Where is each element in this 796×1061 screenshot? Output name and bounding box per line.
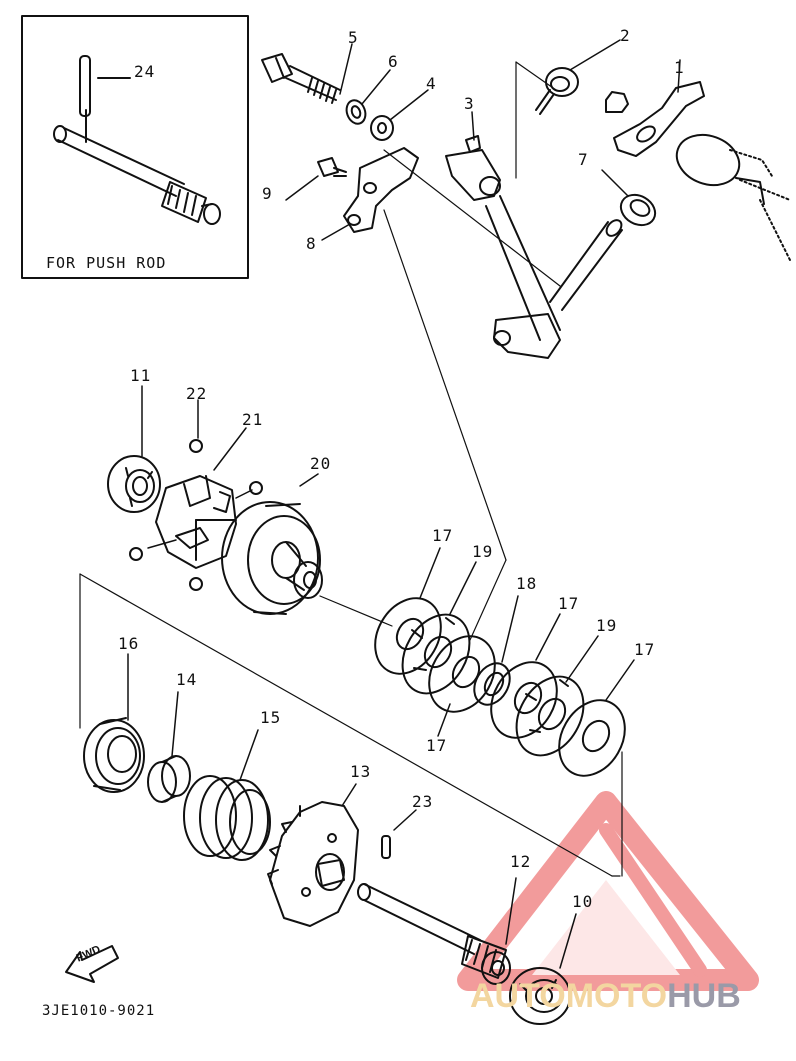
callout-4: 4 — [426, 74, 437, 93]
ratchet-21 — [147, 427, 253, 569]
plate-19b — [515, 635, 599, 757]
callout-19b: 19 — [596, 616, 618, 635]
pin-23 — [381, 809, 417, 859]
watermark-logo — [457, 791, 759, 991]
inset-caption: FOR PUSH ROD — [46, 254, 167, 272]
lever-1 — [605, 59, 705, 157]
callout-9: 9 — [262, 184, 273, 203]
callout-3: 3 — [464, 94, 475, 113]
callout-2: 2 — [620, 26, 631, 45]
plate-19a — [401, 561, 477, 695]
bolt-9 — [285, 157, 347, 201]
bearing-11 — [107, 385, 161, 513]
callout-17c: 17 — [558, 594, 580, 613]
watermark-hub: HUB — [667, 977, 741, 1015]
guide-3 — [445, 111, 561, 359]
plate-17a — [374, 547, 442, 675]
document-code: 3JE1010-9021 — [42, 1003, 156, 1019]
watermark-text: AUTOMOTOHUB — [470, 976, 741, 1016]
spring-15 — [183, 729, 271, 861]
callout-6: 6 — [388, 52, 399, 71]
callout-13: 13 — [350, 762, 372, 781]
fwd-arrow — [65, 945, 119, 983]
callout-19a: 19 — [472, 542, 494, 561]
callout-15: 15 — [260, 708, 282, 727]
washer-4 — [370, 89, 429, 141]
balls-22 — [129, 399, 263, 591]
washer-6 — [345, 69, 391, 125]
bolt-5 — [261, 43, 353, 104]
seal-16 — [83, 653, 145, 793]
pin-24 — [79, 55, 91, 117]
callout-18: 18 — [516, 574, 538, 593]
collar-14 — [147, 691, 191, 803]
ring-18 — [473, 595, 519, 706]
gear-20 — [221, 473, 323, 615]
plate-17b — [428, 635, 496, 737]
watermark-auto: AUTO — [470, 977, 566, 1015]
stopper-8 — [321, 147, 419, 241]
callout-21: 21 — [242, 410, 264, 429]
push-rod-inset — [21, 15, 249, 279]
callout-24: 24 — [134, 62, 156, 81]
oil-seal-7 — [601, 169, 657, 227]
callout-17b: 17 — [426, 736, 448, 755]
kick-axle-12 — [357, 877, 517, 985]
watermark-moto: MOTO — [565, 977, 668, 1015]
callout-11: 11 — [130, 366, 152, 385]
callout-20: 20 — [310, 454, 332, 473]
sprocket-13 — [267, 783, 359, 927]
callout-17d: 17 — [634, 640, 656, 659]
callout-16: 16 — [118, 634, 140, 653]
callout-12: 12 — [510, 852, 532, 871]
spring-2 — [535, 39, 621, 115]
callout-1: 1 — [674, 58, 685, 77]
kick-shaft — [549, 219, 623, 311]
callout-22: 22 — [186, 384, 208, 403]
plate-17d — [558, 659, 635, 777]
callout-23: 23 — [412, 792, 434, 811]
callout-17a: 17 — [432, 526, 454, 545]
crankcase-outline — [675, 133, 791, 261]
callout-8: 8 — [306, 234, 317, 253]
assembly-lines — [79, 61, 623, 877]
callout-10: 10 — [572, 892, 594, 911]
callout-14: 14 — [176, 670, 198, 689]
bearing-10 — [509, 913, 577, 1025]
callout-5: 5 — [348, 28, 359, 47]
callout-7: 7 — [578, 150, 589, 169]
